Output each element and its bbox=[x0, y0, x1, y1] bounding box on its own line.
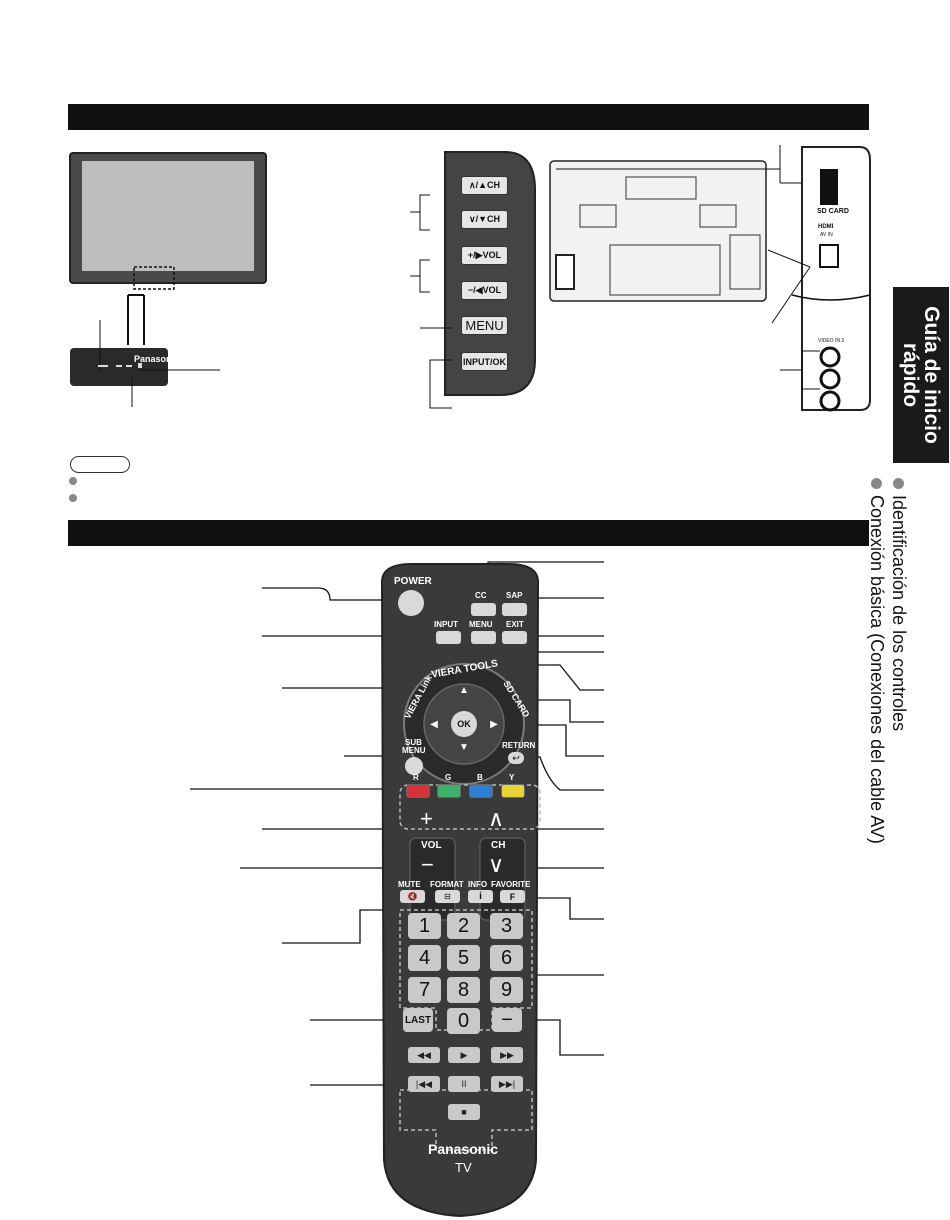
info-label: INFO bbox=[468, 880, 488, 889]
volume-up-button-remote[interactable]: + bbox=[420, 806, 433, 831]
input-ok-button[interactable]: INPUT/OK bbox=[461, 352, 508, 371]
color-label-g: G bbox=[445, 773, 452, 782]
rewind-button[interactable]: ◀◀ bbox=[408, 1047, 440, 1063]
remote-tv-label: TV bbox=[455, 1160, 472, 1175]
number-button-0[interactable]: 0 bbox=[447, 1008, 480, 1034]
green-button[interactable] bbox=[437, 784, 461, 798]
red-button[interactable] bbox=[406, 784, 430, 798]
arrow-down-icon[interactable]: ▼ bbox=[459, 741, 469, 753]
bullet-icon bbox=[69, 477, 77, 485]
tv-front-illustration bbox=[69, 152, 267, 407]
vol-label: VOL bbox=[421, 840, 442, 851]
menu-label: MENU bbox=[469, 620, 493, 629]
channel-up-button[interactable]: ∧/▲CH bbox=[461, 176, 508, 195]
power-button[interactable] bbox=[398, 590, 424, 616]
exit-label: EXIT bbox=[506, 620, 524, 629]
hdmi-label: HDMI bbox=[818, 224, 834, 230]
mute-button[interactable]: 🔇 bbox=[400, 890, 425, 903]
bullet-icon bbox=[69, 494, 77, 502]
arrow-left-icon[interactable]: ◀ bbox=[430, 718, 438, 730]
video-in-label: VIDEO IN 2 bbox=[818, 338, 845, 344]
arrow-up-icon[interactable]: ▲ bbox=[459, 684, 469, 696]
blue-button[interactable] bbox=[469, 784, 493, 798]
format-button[interactable]: ⊟ bbox=[435, 890, 460, 903]
sub-menu-button[interactable] bbox=[405, 757, 423, 775]
format-label: FORMAT bbox=[430, 880, 464, 889]
remote-brand-logo: Panasonic bbox=[428, 1141, 499, 1157]
side-tab: Guía de inicio rápido bbox=[893, 287, 949, 463]
number-button-8[interactable]: 8 bbox=[447, 977, 480, 1003]
sub-menu-label-2: MENU bbox=[402, 746, 426, 755]
number-button-7[interactable]: 7 bbox=[408, 977, 441, 1003]
note-badge bbox=[70, 456, 130, 473]
menu-button[interactable]: MENU bbox=[461, 316, 508, 335]
cc-label: CC bbox=[475, 591, 487, 600]
sd-card-label: SD CARD bbox=[817, 208, 849, 215]
ok-button[interactable]: OK bbox=[451, 711, 477, 737]
ch-label: CH bbox=[491, 840, 506, 851]
pause-button[interactable]: II bbox=[448, 1076, 480, 1092]
number-button-4[interactable]: 4 bbox=[408, 945, 441, 971]
number-button-3[interactable]: 3 bbox=[490, 913, 523, 939]
channel-down-button-remote[interactable]: ∨ bbox=[488, 852, 505, 877]
sub-menu-label-1: SUB bbox=[405, 738, 422, 747]
skip-forward-button[interactable]: ▶▶| bbox=[491, 1076, 523, 1092]
stop-button[interactable]: ■ bbox=[448, 1104, 480, 1120]
section-header-band-controls bbox=[68, 104, 869, 130]
sap-button[interactable] bbox=[502, 603, 527, 616]
tv-back-illustration bbox=[549, 145, 871, 412]
number-button-9[interactable]: 9 bbox=[490, 977, 523, 1003]
favorite-button[interactable]: F bbox=[500, 890, 525, 903]
favorite-label: FAVORITE bbox=[491, 880, 531, 889]
power-label: POWER bbox=[394, 576, 432, 587]
skip-back-button[interactable]: |◀◀ bbox=[408, 1076, 440, 1092]
volume-down-button[interactable]: −/◀VOL bbox=[461, 281, 508, 300]
number-button-6[interactable]: 6 bbox=[490, 945, 523, 971]
sap-label: SAP bbox=[506, 591, 523, 600]
volume-up-button[interactable]: +/▶VOL bbox=[461, 246, 508, 265]
volume-down-button-remote[interactable]: − bbox=[421, 852, 434, 877]
dash-button[interactable]: − bbox=[492, 1008, 522, 1032]
yellow-button[interactable] bbox=[501, 784, 525, 798]
number-button-5[interactable]: 5 bbox=[447, 945, 480, 971]
number-button-1[interactable]: 1 bbox=[408, 913, 441, 939]
menu-button-remote[interactable] bbox=[471, 631, 496, 644]
mute-label: MUTE bbox=[398, 880, 421, 889]
av-in-label: AV IN bbox=[820, 232, 833, 238]
last-button[interactable]: LAST bbox=[403, 1008, 433, 1032]
info-button[interactable]: i bbox=[468, 890, 493, 903]
return-button[interactable]: ↩ bbox=[508, 752, 524, 764]
return-label: RETURN bbox=[502, 741, 536, 750]
input-button[interactable] bbox=[436, 631, 461, 644]
arrow-right-icon[interactable]: ▶ bbox=[490, 718, 498, 730]
color-label-r: R bbox=[413, 773, 419, 782]
section-header-band-remote bbox=[68, 520, 869, 546]
cc-button[interactable] bbox=[471, 603, 496, 616]
number-button-2[interactable]: 2 bbox=[447, 913, 480, 939]
color-label-b: B bbox=[477, 773, 483, 782]
channel-up-button-remote[interactable]: ∧ bbox=[488, 806, 505, 831]
channel-down-button[interactable]: ∨/▼CH bbox=[461, 210, 508, 229]
input-label: INPUT bbox=[434, 620, 458, 629]
tv-front-logo: Panasonic bbox=[134, 354, 180, 364]
play-button[interactable]: ▶ bbox=[448, 1047, 480, 1063]
fast-forward-button[interactable]: ▶▶ bbox=[491, 1047, 523, 1063]
exit-button[interactable] bbox=[502, 631, 527, 644]
color-label-y: Y bbox=[509, 773, 515, 782]
